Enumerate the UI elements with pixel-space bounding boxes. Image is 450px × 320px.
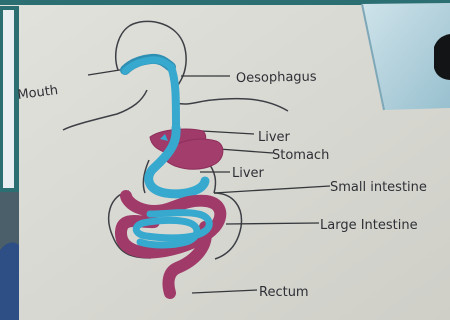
label-oesophagus: Oesophagus: [236, 70, 317, 86]
label-small-intestine: Small intestine: [330, 180, 427, 195]
label-large-intestine: Large Intestine: [320, 218, 418, 233]
left-blue-object: [0, 242, 19, 320]
label-rectum: Rectum: [259, 285, 309, 300]
left-white-panel: [3, 10, 14, 188]
label-liver-lower: Liver: [232, 166, 265, 181]
label-stomach: Stomach: [272, 148, 329, 163]
label-liver-upper: Liver: [258, 130, 291, 145]
